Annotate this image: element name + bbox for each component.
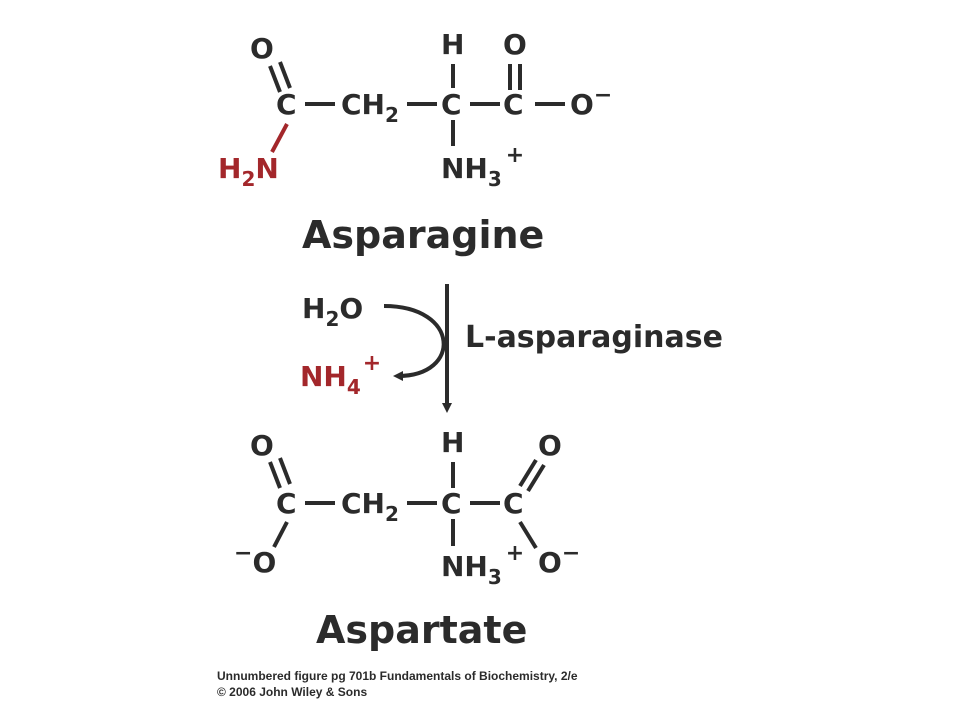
right-o-charge: − [562,541,580,566]
product-name: Aspartate [316,608,527,652]
carboxyl-carbon: C [503,88,524,121]
ammonium-group: NH3+ [441,143,524,191]
right-carboxyl-carbon: C [503,487,524,520]
o-minus-charge: − [594,83,612,108]
bond-cright-ominus [518,520,538,550]
nh3-charge: + [506,541,524,566]
alpha-carbon: C [441,88,462,121]
methylene-group: CH2 [341,487,399,526]
ammonium-charge: + [363,351,381,376]
ch2-subscript: 2 [385,502,399,526]
alpha-hydrogen: H [441,426,464,459]
reaction-arrow-group: H2O NH4+ L-asparaginase [300,284,723,413]
enzyme-label: L-asparaginase [465,320,723,355]
o-minus-symbol: O [570,88,594,121]
right-o-symbol: O [538,546,562,579]
reactant-name: Asparagine [302,213,544,257]
double-bond-line-b [278,61,292,89]
alpha-hydrogen: H [441,28,464,61]
amide-carbon: C [276,88,297,121]
alpha-carbon: C [441,487,462,520]
nh3-subscript: 3 [488,167,502,191]
h2n-nitrogen: N [255,152,278,185]
figure-caption-line2: © 2006 John Wiley & Sons [217,685,367,699]
aspartate-structure: O C CH2 H C C O −O NH3+ O− [234,426,580,589]
nh3-symbol: NH [441,550,488,583]
double-bond-right-b [526,463,546,493]
left-carboxyl-carbon: C [276,487,297,520]
water-h: H [302,292,325,325]
side-reaction-curved-arrow [383,304,446,381]
nh3-symbol: NH [441,152,488,185]
methylene-group: CH2 [341,88,399,127]
nh3-subscript: 3 [488,565,502,589]
ammonium-symbol: NH [300,360,347,393]
left-carboxylate-oxygen: −O [234,541,276,579]
asparagine-structure: O C CH2 H C O C O− H2N NH3+ [218,28,612,191]
ammonium-group: NH3+ [441,541,524,589]
right-carbonyl-oxygen: O [538,429,562,462]
figure-caption-line1: Unnumbered figure pg 701b Fundamentals o… [217,669,578,683]
ch2-symbol: CH [341,487,385,520]
water-o: O [339,292,363,325]
ammonium-product: NH4+ [300,351,381,399]
amide-oxygen: O [250,32,274,65]
amide-nitrogen-group: H2N [218,152,279,191]
double-bond-left-b [278,457,292,485]
carboxylate-oxygen: O− [570,83,612,121]
ammonium-subscript: 4 [347,375,361,399]
h2n-subscript: 2 [241,167,255,191]
left-carbonyl-oxygen: O [250,429,274,462]
double-bond-line-a [268,65,282,93]
ch2-symbol: CH [341,88,385,121]
double-bond-right-a [518,458,538,488]
carbonyl-oxygen: O [503,28,527,61]
bond-cleft-ominus [272,521,289,548]
water-subscript: 2 [325,307,339,331]
h2n-hydrogen: H [218,152,241,185]
left-o-charge: − [234,541,252,566]
bond-c-nh2 [270,123,289,153]
left-o-symbol: O [252,546,276,579]
ch2-subscript: 2 [385,103,399,127]
nh3-charge: + [506,143,524,168]
right-carboxylate-oxygen: O− [538,541,580,579]
water-reagent: H2O [302,292,363,331]
double-bond-left-a [268,461,282,489]
